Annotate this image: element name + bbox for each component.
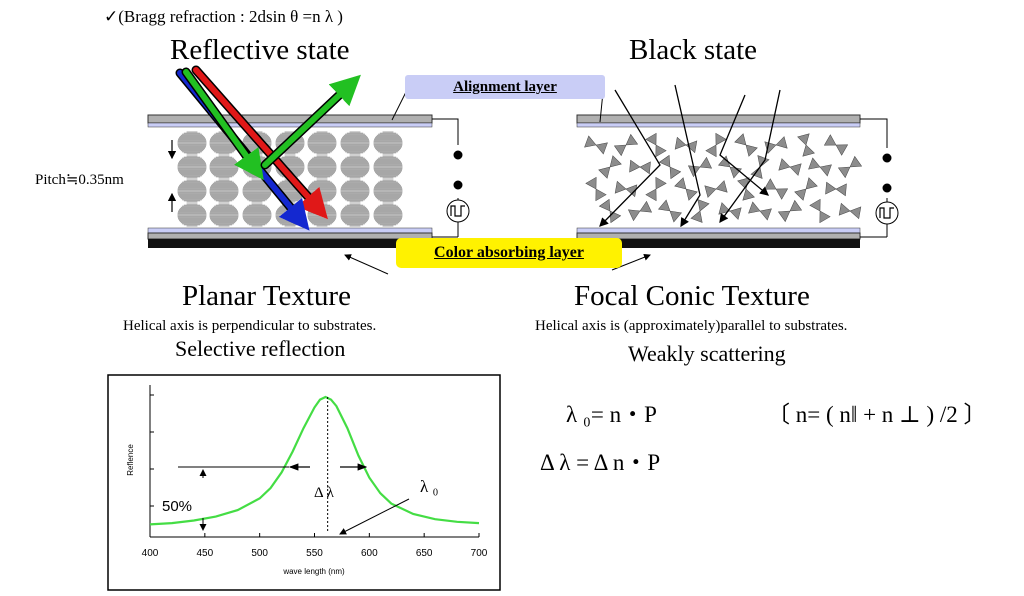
x-tick-label: 700 bbox=[471, 548, 488, 559]
x-tick-label: 500 bbox=[251, 548, 268, 559]
bragg-text: (Bragg refraction : 2dsin θ =n λ ) bbox=[118, 7, 343, 26]
half-max-label: 50% bbox=[162, 498, 192, 515]
planar-description: Helical axis is perpendicular to substra… bbox=[123, 318, 377, 334]
x-tick-label: 650 bbox=[416, 548, 433, 559]
reflectance-curve bbox=[149, 395, 480, 526]
bandwidth-equation: Δ λ = Δ n・P bbox=[540, 450, 661, 475]
bragg-formula: ✓(Bragg refraction : 2dsin θ =n λ ) bbox=[104, 7, 343, 27]
light-rays bbox=[175, 65, 361, 231]
delta-lambda-label: Δ λ bbox=[314, 485, 335, 501]
x-tick-label: 550 bbox=[306, 548, 323, 559]
pitch-label: Pitch≒0.35nm bbox=[35, 172, 124, 188]
color-absorbing-layer-label: Color absorbing layer bbox=[396, 238, 622, 268]
focal-conic-domains bbox=[584, 132, 863, 224]
left-circuit bbox=[432, 118, 470, 238]
reflective-state-title: Reflective state bbox=[170, 34, 350, 66]
planar-texture-title: Planar Texture bbox=[182, 280, 351, 312]
weakly-scattering-label: Weakly scattering bbox=[628, 341, 786, 366]
right-circuit bbox=[860, 118, 899, 238]
x-tick-label: 450 bbox=[196, 548, 213, 559]
x-tick-label: 400 bbox=[142, 548, 159, 559]
reflectance-chart: 400 450 500 550 600 650 700 wave length (nm) Ref… bbox=[107, 374, 501, 591]
wavelength-equation: λ ₀= n・P bbox=[566, 402, 657, 427]
refractive-index-equation: 〔 n= ( n‖ + n ⊥ ) /2 〕 bbox=[767, 402, 987, 427]
focal-conic-texture-title: Focal Conic Texture bbox=[574, 280, 810, 312]
planar-cell bbox=[147, 114, 433, 248]
black-state-title: Black state bbox=[629, 34, 758, 66]
helix-structures bbox=[177, 131, 403, 227]
alignment-layer-label: Alignment layer bbox=[405, 75, 605, 99]
focal-conic-cell bbox=[576, 114, 863, 248]
peak-lambda-label: λ ₀ bbox=[420, 477, 438, 496]
scattered-rays bbox=[599, 84, 781, 228]
focal-description: Helical axis is (approximately)parallel … bbox=[535, 318, 848, 334]
x-tick-label: 600 bbox=[361, 548, 378, 559]
y-axis-label: Reflence bbox=[126, 444, 135, 476]
check-mark-icon: ✓ bbox=[104, 7, 119, 26]
selective-reflection-label: Selective reflection bbox=[175, 336, 346, 361]
x-axis-label: wave length (nm) bbox=[282, 567, 345, 576]
